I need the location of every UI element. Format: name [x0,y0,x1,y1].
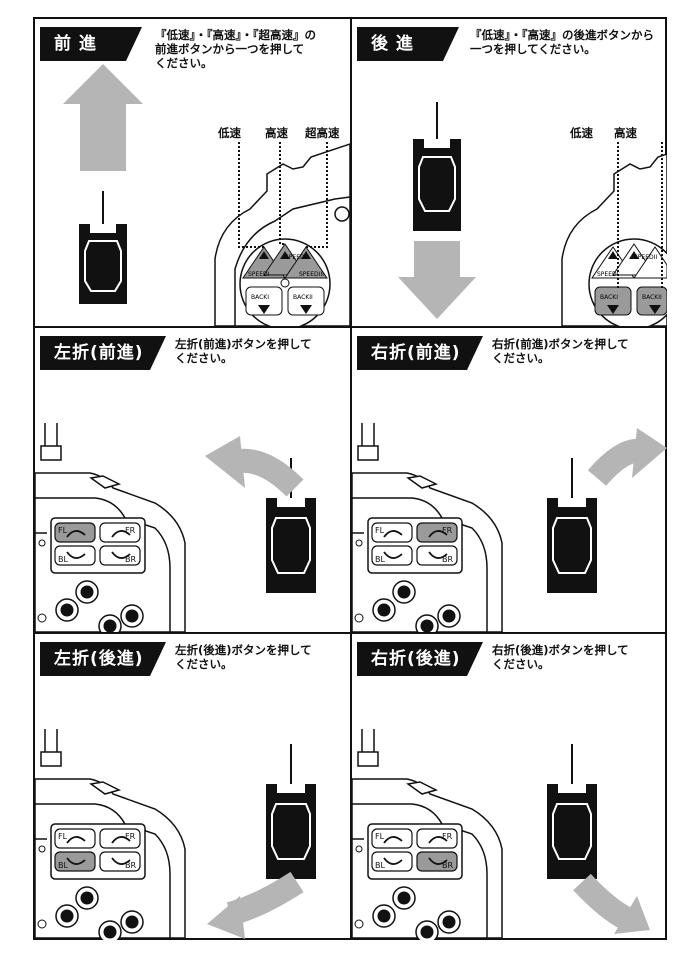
turn-button-label: FL [375,526,385,535]
turn-button-label: FL [58,526,68,535]
arrow-up-icon [63,64,143,171]
turn-button-label: FR [442,526,453,535]
panel-forward: 前 進 『低速』・『高速』・『超高速』の 前進ボタンから一つを押して ください。… [35,19,350,326]
car-icon [547,744,597,879]
panel-left-reverse: 左折(後進) 左折(後進)ボタンを押して ください。 FL FR BL BR [35,634,350,940]
left-reverse-illustration: FL FR BL BR [35,729,316,940]
svg-text:SPEEDII: SPEEDII [285,254,308,261]
turn-button-label: FR [125,832,136,841]
guide-lines [238,142,328,248]
turn-button-label: FL [58,832,68,841]
panel-title: 左折(前進) [40,336,166,370]
turn-button-label: BL [375,555,385,564]
panel-instruction: 右折(前進)ボタンを押して ください。 [492,337,629,365]
turn-button-label: BL [58,861,68,870]
svg-text:SPEEDI: SPEEDI [597,271,619,278]
car-icon [547,458,597,593]
svg-text:BACKII: BACKII [293,294,313,301]
panel-instruction: 左折(前進)ボタンを押して ください。 [175,337,312,365]
panel-reverse: 後 進 『低速』・『高速』の後進ボタンから 一つを押してください。 低速 高速 [352,19,667,326]
panel-instruction: 左折(後進)ボタンを押して ください。 [175,643,312,671]
curved-arrow-icon [207,871,304,939]
panel-right-reverse: 右折(後進) 右折(後進)ボタンを押して ください。 FL FR BL BR [352,634,667,940]
svg-text:BACKI: BACKI [600,294,618,301]
car-icon [413,102,461,231]
curved-arrow-icon [205,436,304,497]
panel-title: 右折(後進) [357,642,483,676]
car-icon [79,191,127,304]
remote-control-icon: FL FR BL BR [352,423,503,632]
divider-vertical [350,19,352,938]
panel-title: 前 進 [40,27,142,61]
instruction-sheet: 前 進 『低速』・『高速』・『超高速』の 前進ボタンから一つを押して ください。… [33,17,667,940]
right-forward-illustration: FL FR BL BR [352,423,667,632]
panel-title: 後 進 [357,27,459,61]
reverse-illustration: SPEEDI SPEEDII BACKI BACKII [398,102,667,326]
left-forward-illustration: FL FR BL BR [35,423,316,632]
panel-left-forward: 左折(前進) 左折(前進)ボタンを押して ください。 FL FR BL BR [35,328,350,632]
label-super-high-speed: 超高速 [305,126,340,140]
label-high-speed: 高速 [265,126,288,140]
panel-right-forward: 右折(前進) 右折(前進)ボタンを押して ください。 FL FR BL BR [352,328,667,632]
divider-horizontal [35,326,665,328]
turn-button-label: BR [442,555,453,564]
svg-text:BACKII: BACKII [642,294,662,301]
remote-control-icon: SPEEDI SPEEDII SPEEDIII BACKI BACKII [214,143,350,326]
turn-button-label: BR [442,861,453,870]
turn-button-label: BL [375,861,385,870]
label-high-speed: 高速 [614,126,637,140]
divider-horizontal [35,632,665,634]
remote-control-icon: FL FR BL BR [35,423,186,632]
turn-button-label: BR [125,555,136,564]
arrow-down-icon [398,241,476,319]
label-low-speed: 低速 [218,126,241,140]
svg-text:BACKI: BACKI [251,294,269,301]
remote-control-icon: FL FR BL BR [35,729,186,940]
panel-instruction: 『低速』・『高速』の後進ボタンから 一つを押してください。 [470,28,654,56]
turn-button-label: BL [58,555,68,564]
forward-illustration: SPEEDI SPEEDII SPEEDIII BACKI BACKII [63,64,350,326]
curved-arrow-icon [587,428,667,486]
svg-text:SPEEDIII: SPEEDIII [299,271,324,278]
curved-arrow-icon [573,873,650,934]
turn-button-label: FR [125,526,136,535]
remote-control-icon: SPEEDI SPEEDII BACKI BACKII [561,153,667,326]
svg-text:SPEEDI: SPEEDI [248,271,270,278]
right-reverse-illustration: FL FR BL BR [352,729,650,940]
svg-text:SPEEDII: SPEEDII [634,254,657,261]
label-low-speed: 低速 [570,126,593,140]
turn-button-label: FL [375,832,385,841]
guide-lines [617,142,663,289]
turn-button-label: BR [125,861,136,870]
panel-title: 右折(前進) [357,336,483,370]
panel-instruction: 『低速』・『高速』・『超高速』の 前進ボタンから一つを押して ください。 [155,28,316,70]
turn-button-label: FR [442,832,453,841]
panel-instruction: 右折(後進)ボタンを押して ください。 [492,643,629,671]
car-icon [266,744,316,879]
remote-control-icon: FL FR BL BR [352,729,503,940]
panel-title: 左折(後進) [40,642,166,676]
